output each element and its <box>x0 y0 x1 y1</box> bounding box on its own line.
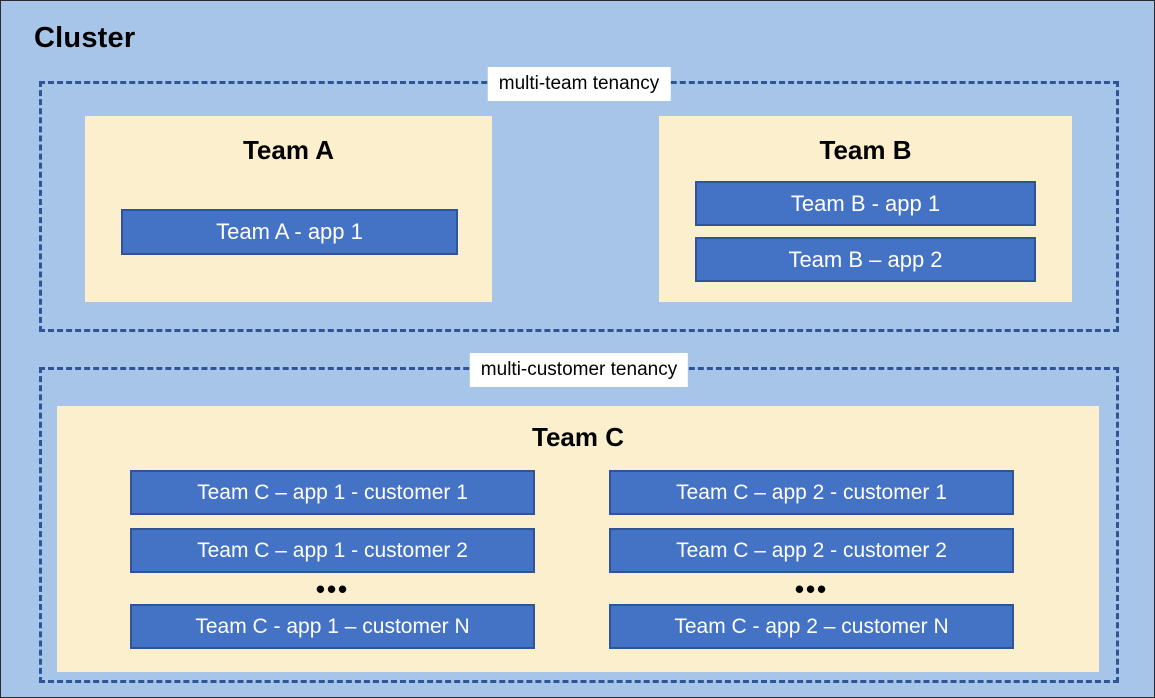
team-a-app-1[interactable]: Team A - app 1 <box>121 209 458 255</box>
team-b-panel: Team B Team B - app 1 Team B – app 2 <box>659 116 1072 302</box>
team-c-app-2-ellipsis: ••• <box>794 574 829 604</box>
team-a-panel: Team A Team A - app 1 <box>85 116 492 302</box>
team-c-app-1-ellipsis: ••• <box>315 574 350 604</box>
team-c-panel: Team C Team C – app 1 - customer 1 Team … <box>57 406 1099 672</box>
team-c-app-2-customer-1[interactable]: Team C – app 2 - customer 1 <box>609 470 1014 515</box>
team-c-app-1-customer-1[interactable]: Team C – app 1 - customer 1 <box>130 470 535 515</box>
team-b-app-2[interactable]: Team B – app 2 <box>695 237 1036 282</box>
team-b-title: Team B <box>819 135 912 165</box>
multi-team-tenancy-region: multi-team tenancy <box>39 67 1119 332</box>
multi-team-tenancy-label: multi-team tenancy <box>487 67 671 101</box>
spacer <box>130 515 535 528</box>
team-c-app-2-customer-n[interactable]: Team C - app 2 – customer N <box>609 604 1014 649</box>
team-c-app-2-customer-2[interactable]: Team C – app 2 - customer 2 <box>609 528 1014 573</box>
team-c-title: Team C <box>532 422 624 452</box>
multi-customer-tenancy-region: multi-customer tenancy <box>39 353 1119 683</box>
spacer <box>609 515 1014 528</box>
multi-customer-tenancy-label: multi-customer tenancy <box>469 353 689 387</box>
cluster-title: Cluster <box>34 22 136 54</box>
team-b-app-1[interactable]: Team B - app 1 <box>695 181 1036 226</box>
team-c-app-1-column: Team C – app 1 - customer 1 Team C – app… <box>130 470 535 649</box>
team-c-app-1-customer-2[interactable]: Team C – app 1 - customer 2 <box>130 528 535 573</box>
team-a-title: Team A <box>242 135 335 165</box>
team-c-app-1-customer-n[interactable]: Team C - app 1 – customer N <box>130 604 535 649</box>
team-c-app-2-column: Team C – app 2 - customer 1 Team C – app… <box>609 470 1014 649</box>
